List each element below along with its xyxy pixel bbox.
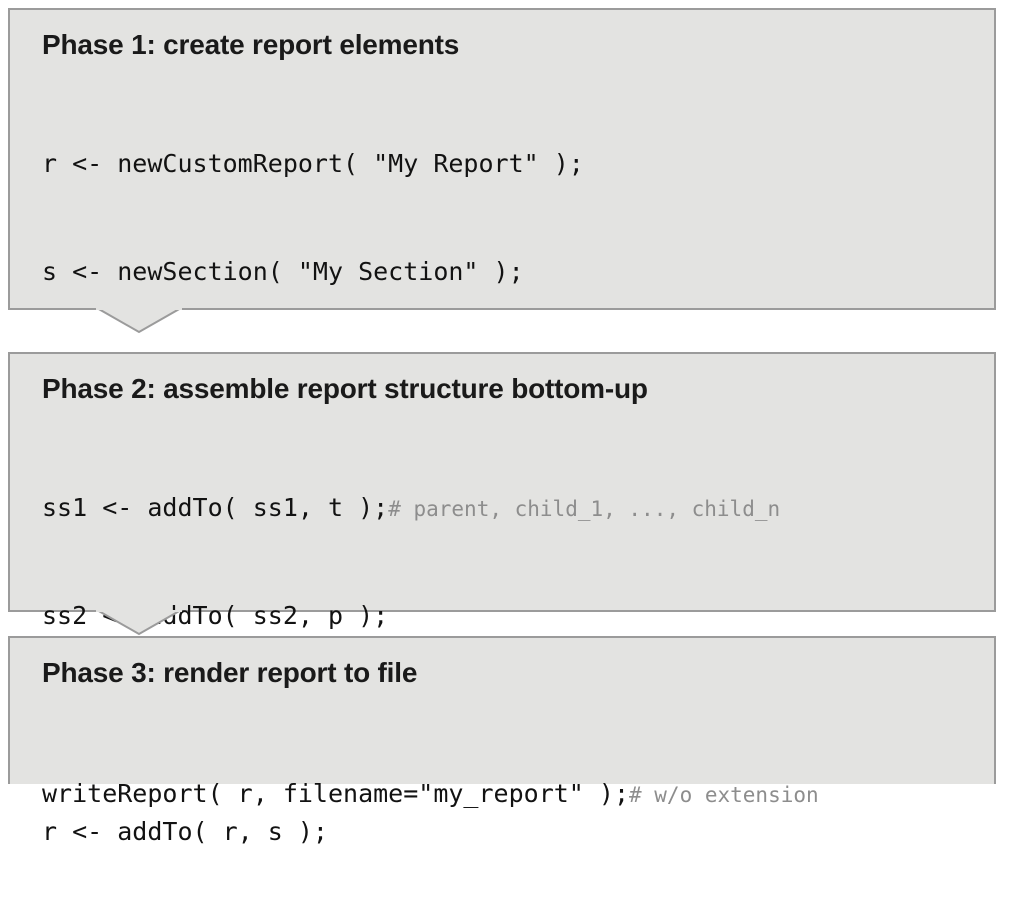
phase-box-3: Phase 3: render report to file writeRepo… [8, 636, 996, 808]
code-comment: # w/o extension [629, 783, 819, 807]
phase-2-title: Phase 2: assemble report structure botto… [42, 373, 648, 404]
code-text: ss2 <- addTo( ss2, p ); [42, 601, 389, 630]
code-line: ss2 <- addTo( ss2, p ); [42, 598, 994, 634]
code-line: writeReport( r, filename="my_report" );#… [42, 776, 994, 812]
phase-3-code: writeReport( r, filename="my_report" );#… [42, 704, 994, 884]
flow-arrow-icon-2 [96, 610, 182, 636]
code-text: ss1 <- addTo( ss1, t ); [42, 493, 389, 522]
code-text: r <- newCustomReport( "My Report" ); [42, 149, 584, 178]
flow-arrow-icon-1 [96, 308, 182, 334]
code-comment: # parent, child_1, ..., child_n [388, 497, 781, 521]
phase-workflow-diagram: Phase 1: create report elements r <- new… [8, 8, 996, 846]
phase-box-1: Phase 1: create report elements r <- new… [8, 8, 996, 718]
code-line: ss1 <- addTo( ss1, t );# parent, child_1… [42, 490, 994, 526]
phase-1-title: Phase 1: create report elements [42, 29, 460, 60]
code-line: r <- newCustomReport( "My Report" ); [42, 146, 994, 182]
code-text: writeReport( r, filename="my_report" ); [42, 779, 629, 808]
phase-box-2: Phase 2: assemble report structure botto… [8, 352, 996, 846]
code-text: s <- newSection( "My Section" ); [42, 257, 524, 286]
phase-3-title: Phase 3: render report to file [42, 657, 418, 688]
code-line: s <- newSection( "My Section" ); [42, 254, 994, 290]
